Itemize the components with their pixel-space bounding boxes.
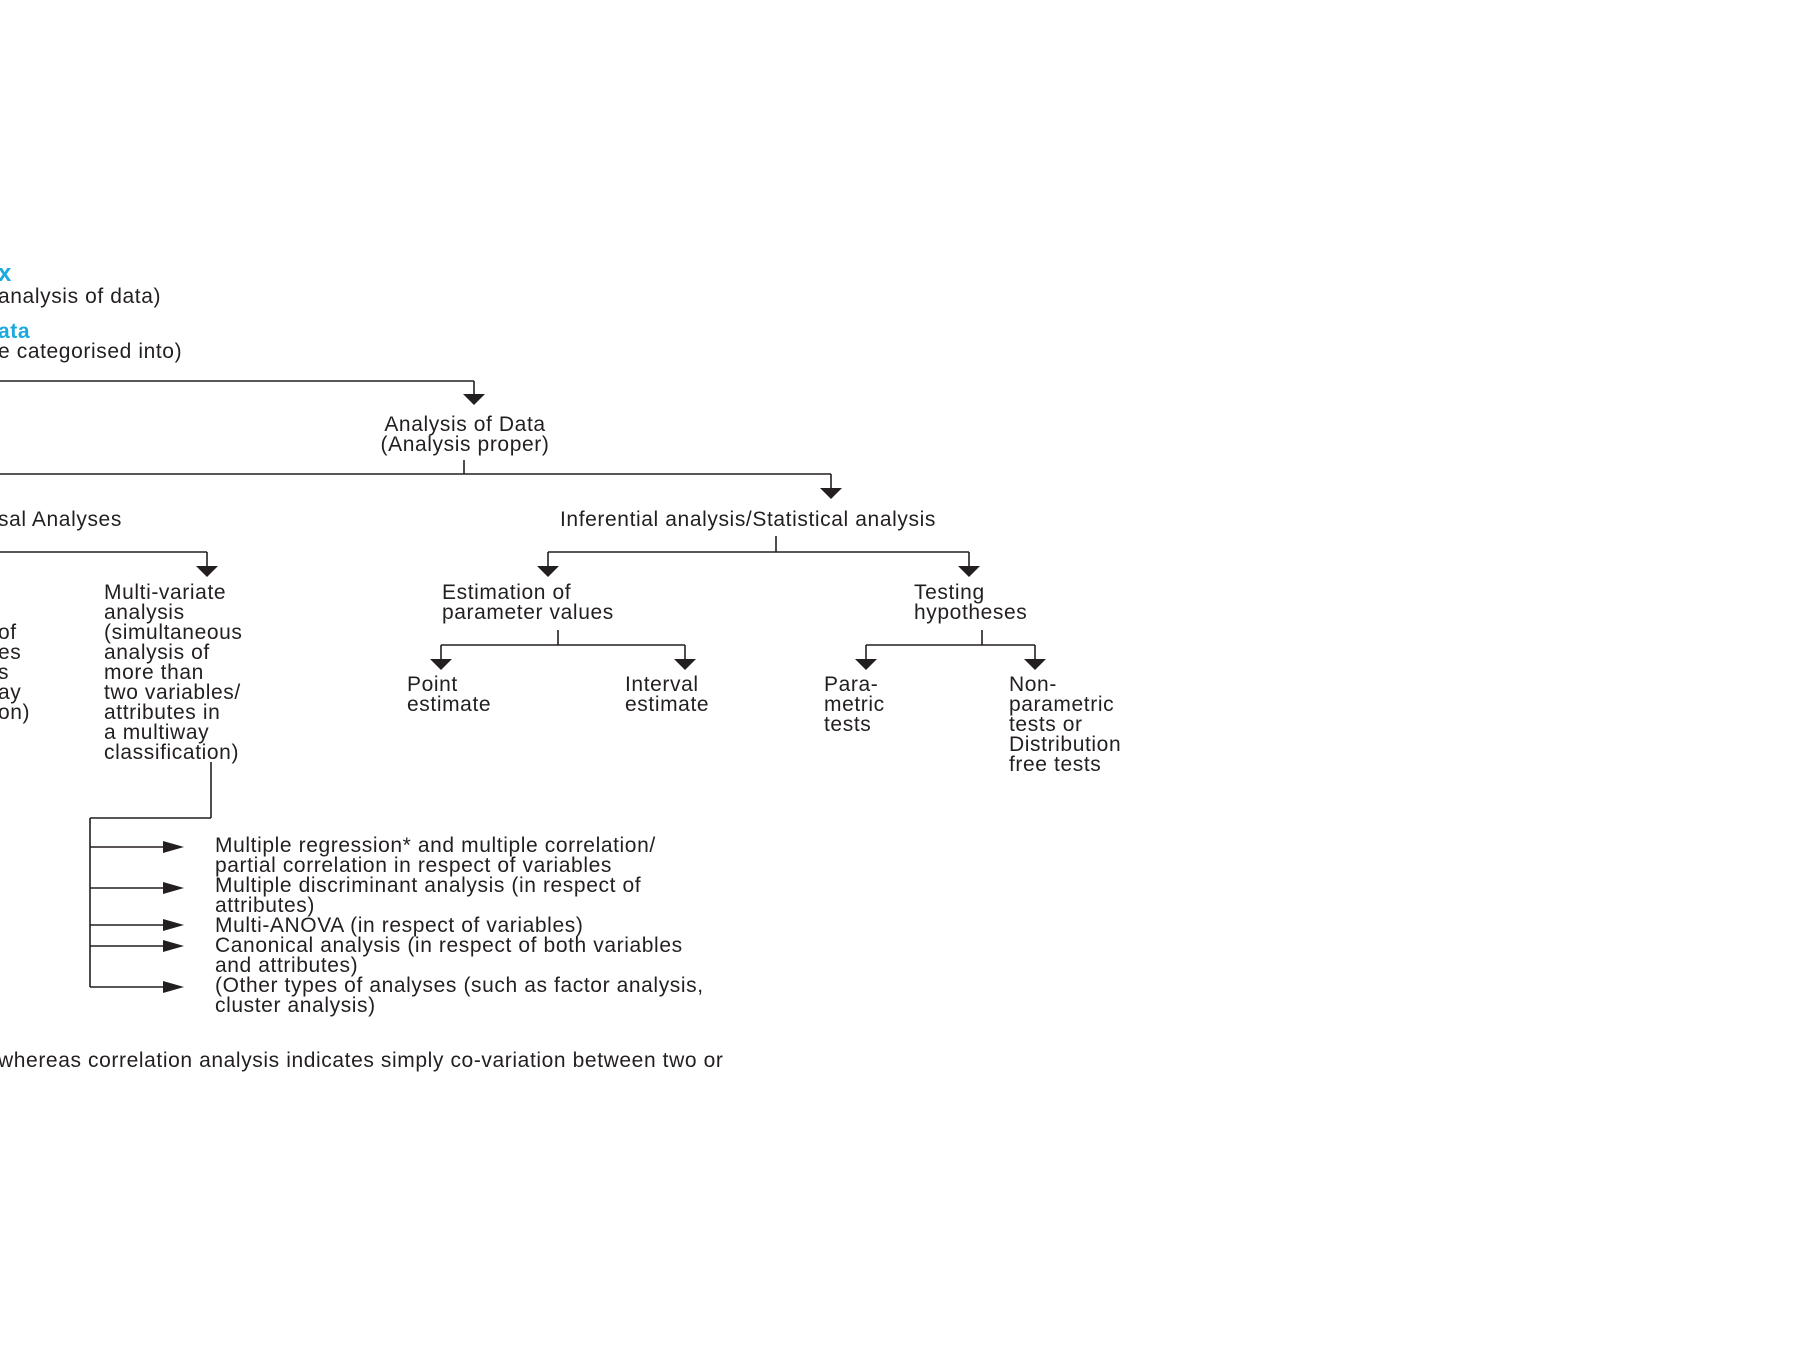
arrowhead-analysis-of-data xyxy=(463,394,485,405)
multivariate-list-item: Canonical analysis (in respect of both v… xyxy=(215,934,683,977)
arrowhead-estimation xyxy=(537,566,559,577)
arrowhead-multivariate xyxy=(196,566,218,577)
node-interval-estimate: Interval estimate xyxy=(625,673,710,716)
list-arrowhead-2 xyxy=(163,882,184,894)
node-left-partial: of es s ay on) xyxy=(0,621,31,724)
header-subtitle-fragment: ata xyxy=(0,320,31,343)
arrowhead-inferential xyxy=(820,488,842,499)
multivariate-list-item: Multiple discriminant analysis (in respe… xyxy=(215,874,642,917)
arrowhead-point-estimate xyxy=(430,659,452,670)
multivariate-list-item: Multi-ANOVA (in respect of variables) xyxy=(215,914,584,937)
arrowhead-nonparametric xyxy=(1024,659,1046,670)
arrowhead-parametric xyxy=(855,659,877,670)
list-arrowhead-4 xyxy=(163,940,184,952)
node-analysis-of-data: Analysis of Data (Analysis proper) xyxy=(380,413,550,456)
multivariate-list-item: (Other types of analyses (such as factor… xyxy=(215,974,704,1017)
list-arrowhead-3 xyxy=(163,919,184,931)
node-nonparametric-tests: Non- parametric tests or Distribution fr… xyxy=(1009,673,1122,776)
node-estimation: Estimation of parameter values xyxy=(442,581,614,624)
node-parametric-tests: Para- metric tests xyxy=(824,673,885,736)
list-arrowhead-1 xyxy=(163,841,184,853)
node-multivariate-analysis: Multi-variate analysis (simultaneous ana… xyxy=(104,581,243,764)
node-testing-hypotheses: Testing hypotheses xyxy=(914,581,1028,624)
arrowhead-testing xyxy=(958,566,980,577)
header-title-fragment: x xyxy=(0,260,12,287)
header-title-note: analysis of data) xyxy=(0,285,162,308)
node-causal-analyses: sal Analyses xyxy=(0,508,122,531)
arrowhead-interval-estimate xyxy=(674,659,696,670)
header-subtitle-note: e categorised into) xyxy=(0,340,183,363)
node-point-estimate: Point estimate xyxy=(407,673,492,716)
footnote-text: whereas correlation analysis indicates s… xyxy=(0,1049,724,1072)
list-arrowhead-5 xyxy=(163,981,184,993)
multivariate-list-item: Multiple regression* and multiple correl… xyxy=(215,834,656,877)
node-inferential-analysis: Inferential analysis/Statistical analysi… xyxy=(560,508,936,531)
